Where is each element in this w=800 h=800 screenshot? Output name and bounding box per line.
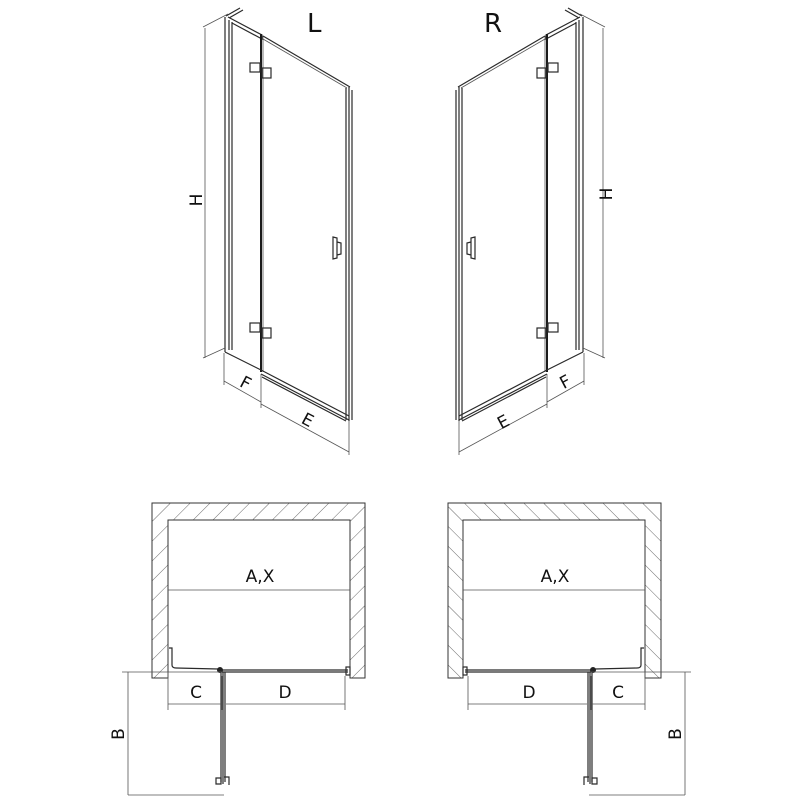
width-label-right: A,X (541, 567, 570, 587)
left-door-drawing (202, 7, 353, 456)
fixed-width-label-right: F (557, 371, 575, 393)
left-plan: A,X C D B (109, 502, 366, 796)
side-label-right: R (484, 9, 502, 39)
right-plan-drawing (447, 502, 692, 796)
side-label-left: L (307, 9, 322, 39)
left-plan-drawing (121, 502, 366, 796)
depth-label-right: B (666, 728, 686, 740)
right-door-drawing (455, 7, 606, 456)
door-label-left: D (278, 683, 291, 703)
fixed-width-label-left: F (236, 372, 254, 394)
left-elevation: L H F E (187, 7, 353, 456)
width-label-left: A,X (246, 567, 275, 587)
door-width-label-right: E (494, 411, 513, 434)
door-width-label-left: E (298, 409, 317, 432)
height-label-left: H (187, 194, 207, 207)
height-label-right: H (597, 188, 617, 201)
right-plan: A,X D C B (447, 502, 692, 796)
door-label-right: D (522, 683, 535, 703)
fixed-label-left: C (190, 683, 202, 703)
fixed-label-right: C (612, 683, 624, 703)
right-elevation: R H F E (455, 7, 617, 456)
depth-label-left: B (109, 728, 129, 740)
